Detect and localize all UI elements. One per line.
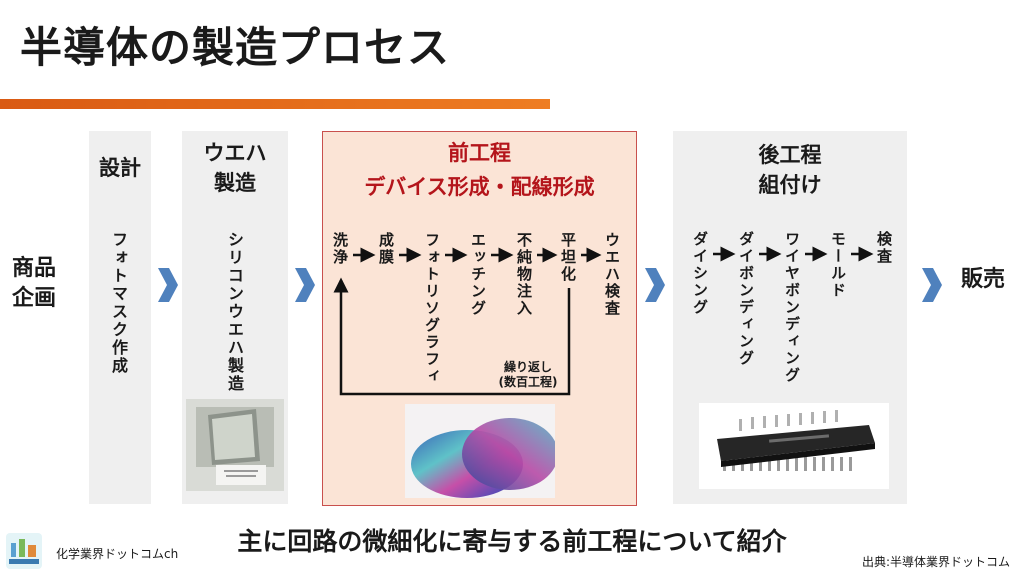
design-panel: 設計 フォトマスク作成 <box>89 131 151 504</box>
front-step-etching: エッチング <box>469 232 487 317</box>
back-step-molding: モールド <box>829 231 847 299</box>
loop-note-line1: 繰り返し <box>503 360 552 374</box>
channel-logo <box>6 533 42 569</box>
page-title: 半導体の製造プロセス <box>20 23 451 72</box>
back-title: 後工程 組付け <box>673 140 907 200</box>
back-end-panel: 後工程 組付け ダイシング ダイボンディング ワイヤボンディング モールド 検査 <box>673 131 907 504</box>
wafer-box-image <box>186 399 284 491</box>
front-title: 前工程 <box>448 141 511 165</box>
back-step-dicing: ダイシング <box>691 231 709 316</box>
start-label-line2: 企画 <box>11 286 56 311</box>
flow-chevron-icon <box>922 268 942 302</box>
end-label: 販売 <box>960 267 1005 292</box>
front-step-planarization: 平坦化 <box>559 232 577 283</box>
back-step-wire-bonding: ワイヤボンディング <box>783 231 801 384</box>
front-flow-arrows <box>333 247 602 396</box>
front-step-doping: 不純物注入 <box>515 232 533 317</box>
front-subtitle: デバイス形成・配線形成 <box>364 175 595 199</box>
front-step-cleaning: 洗浄 <box>331 232 349 266</box>
flow-chevron-icon <box>645 268 665 302</box>
start-label: 商品 企画 <box>6 254 62 314</box>
front-end-panel: 前工程 デバイス形成・配線形成 洗浄 成膜 フォトリソグラフィ エッチング 不純… <box>322 131 637 506</box>
wafer-panel: ウエハ 製造 シリコンウエハ製造 <box>182 131 288 504</box>
front-step-photolithography: フォトリソグラフィ <box>423 232 441 385</box>
title-underline <box>0 99 550 109</box>
wafer-image <box>405 404 555 498</box>
wafer-title-line1: ウエハ <box>203 141 267 165</box>
loop-note-line2: (数百工程) <box>498 375 558 389</box>
footer-message: 主に回路の微細化に寄与する前工程について紹介 <box>237 527 787 556</box>
back-step-inspection: 検査 <box>875 231 893 265</box>
loop-note: 繰り返し (数百工程) <box>493 360 563 390</box>
ic-chip-image <box>699 403 889 489</box>
source-credit: 出典:半導体業界ドットコム <box>862 555 1011 569</box>
front-step-deposition: 成膜 <box>377 232 395 266</box>
design-title: 設計 <box>99 156 141 180</box>
channel-name: 化学業界ドットコムch <box>56 547 179 561</box>
front-step-wafer-inspection: ウエハ検査 <box>603 232 621 317</box>
back-title-line2: 組付け <box>758 173 822 197</box>
wafer-step: シリコンウエハ製造 <box>225 231 244 393</box>
back-flow-arrows <box>713 246 874 262</box>
back-step-die-bonding: ダイボンディング <box>737 231 755 367</box>
wafer-title: ウエハ 製造 <box>182 138 288 198</box>
back-title-line1: 後工程 <box>758 143 822 167</box>
start-label-line1: 商品 <box>11 256 56 281</box>
design-step: フォトマスク作成 <box>109 231 128 375</box>
flow-chevron-icon <box>295 268 315 302</box>
flow-chevron-icon <box>158 268 178 302</box>
wafer-title-line2: 製造 <box>214 171 256 195</box>
